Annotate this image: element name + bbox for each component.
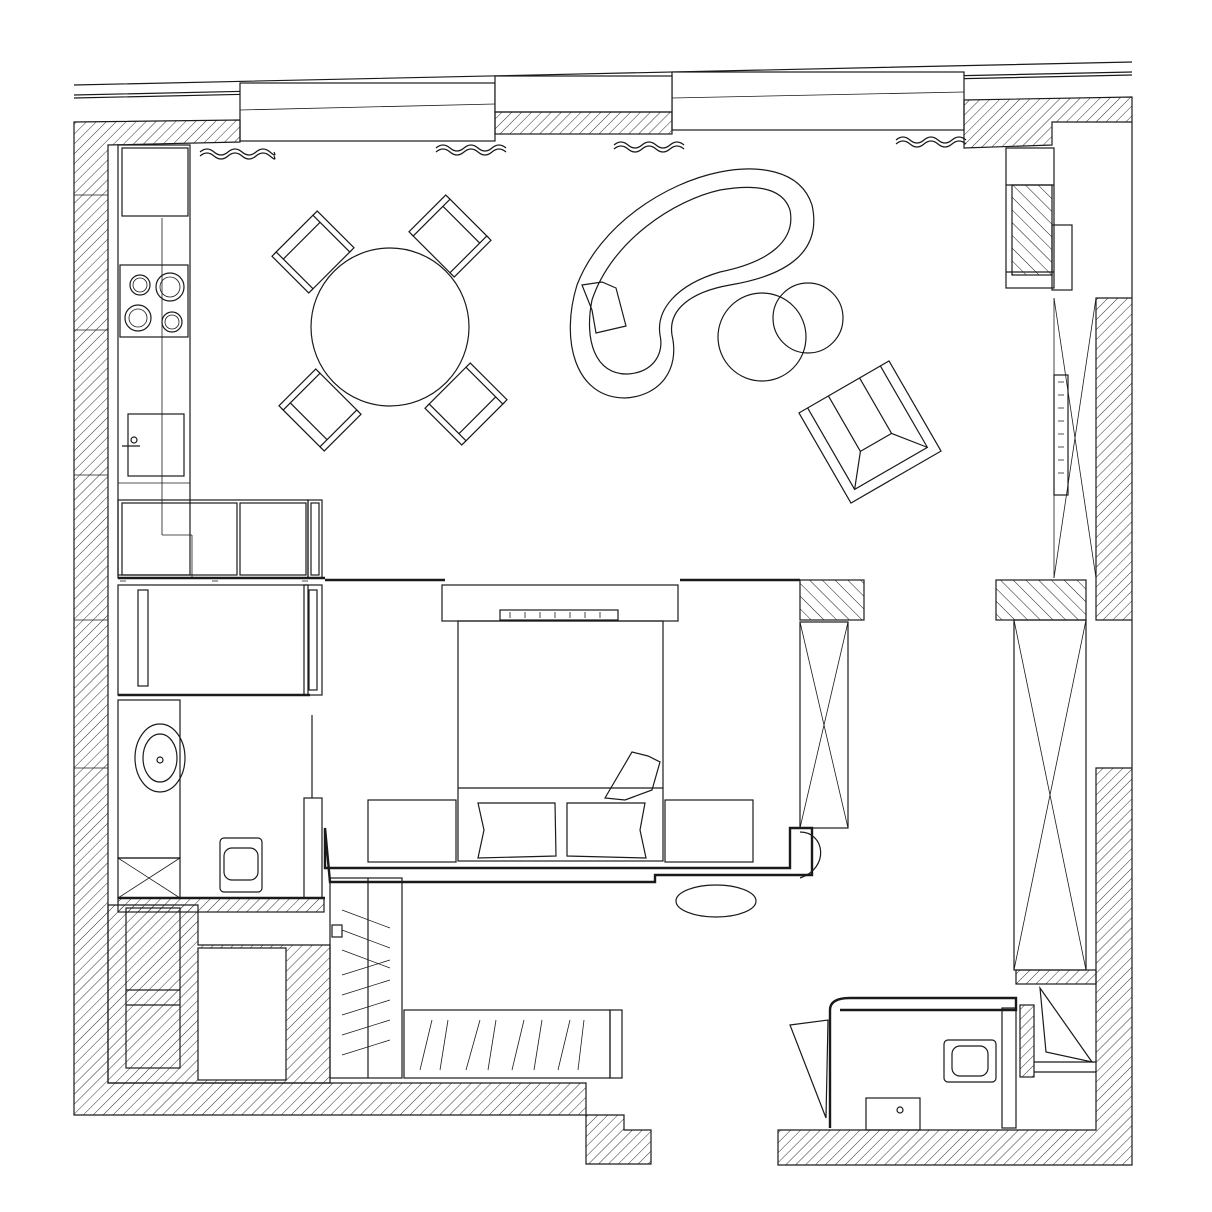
bed xyxy=(457,620,664,862)
utility-room xyxy=(117,584,323,697)
coffee-table-small xyxy=(772,282,844,354)
kitchen-sink xyxy=(127,413,185,477)
curved-sofa xyxy=(569,168,815,399)
nightstand-right xyxy=(664,799,754,863)
cooktop xyxy=(119,264,189,338)
bathroom xyxy=(117,699,325,913)
window-frames-top xyxy=(73,61,1133,142)
bench xyxy=(675,884,757,918)
armchair xyxy=(798,360,942,504)
right-top-cabinet xyxy=(1005,147,1097,579)
toilet xyxy=(219,837,263,893)
dining-set xyxy=(271,194,508,452)
guest-toilet xyxy=(789,969,1097,1131)
sofa-cushion xyxy=(581,281,627,334)
toilet-right xyxy=(943,1039,997,1083)
kitchen xyxy=(117,144,325,580)
coffee-table-large xyxy=(717,292,807,382)
pillar-right xyxy=(995,579,1087,621)
tv-unit-right xyxy=(1053,374,1069,496)
bedroom xyxy=(323,578,849,918)
hinge-marks xyxy=(120,580,722,869)
wardrobe-room xyxy=(107,877,623,1084)
pillar-left xyxy=(799,579,865,621)
tv-cabinet xyxy=(441,584,679,622)
bathroom-sink xyxy=(134,723,186,793)
pillow-right xyxy=(566,802,647,859)
living-furniture xyxy=(569,168,1069,504)
nightstand-left xyxy=(367,799,457,863)
hall-wardrobe-right xyxy=(1013,619,1087,971)
exterior-walls xyxy=(73,96,1133,1166)
pillow-left xyxy=(477,802,557,859)
dining-table xyxy=(310,247,470,407)
radiators xyxy=(199,136,967,160)
